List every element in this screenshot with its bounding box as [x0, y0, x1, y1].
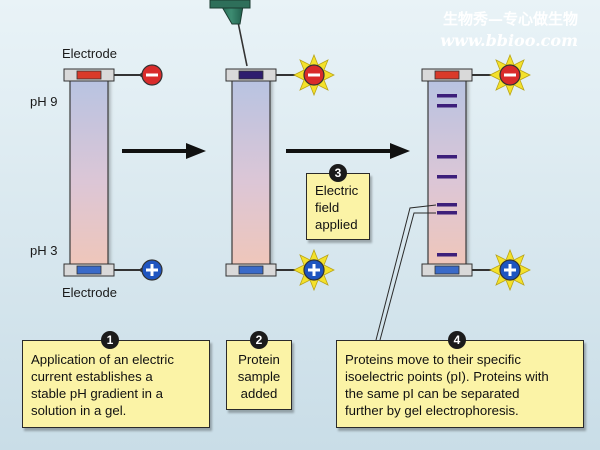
protein-band	[437, 203, 457, 207]
callout-lines	[375, 204, 437, 341]
protein-band	[437, 211, 457, 215]
step-3-note: Electric field applied	[306, 173, 370, 240]
pipette-icon	[209, 0, 251, 67]
step-3-line: field	[315, 200, 340, 215]
right-arrow-icon-2	[286, 143, 410, 159]
gel-strip-2	[225, 68, 277, 277]
step-1-line: current establishes a	[31, 369, 153, 384]
watermark-line-2: www.bbioo.com	[440, 31, 578, 50]
protein-sample-band	[238, 70, 264, 80]
step-4-line: Proteins move to their specific	[345, 352, 521, 367]
electrode-top-label: Electrode	[62, 46, 117, 61]
negative-electrode-3	[472, 53, 531, 97]
step-1-line: solution in a gel.	[31, 403, 127, 418]
step-2-note: Protein sample added	[226, 340, 292, 410]
protein-band	[437, 94, 457, 98]
step-3-line: Electric	[315, 183, 359, 198]
positive-electrode-2	[276, 248, 335, 292]
step-2-badge: 2	[250, 331, 268, 349]
positive-electrode-1	[114, 259, 163, 281]
gel-strip-3	[421, 68, 473, 277]
electrode-bottom-label: Electrode	[62, 285, 117, 300]
step-4-note: Proteins move to their specific isoelect…	[336, 340, 584, 428]
step-3-badge: 3	[329, 164, 347, 182]
protein-band	[437, 253, 457, 257]
step-2-line: added	[240, 386, 278, 401]
step-3-line: applied	[315, 217, 358, 232]
protein-band	[437, 104, 457, 108]
step-1-line: stable pH gradient in a	[31, 386, 163, 401]
step-2-line: Protein	[238, 352, 280, 367]
ph-top-label: pH 9	[30, 94, 57, 109]
step-4-badge: 4	[448, 331, 466, 349]
step-1-line: Application of an electric	[31, 352, 174, 367]
gel-strip-1	[63, 68, 115, 277]
negative-electrode-2	[276, 53, 335, 97]
positive-electrode-3	[472, 248, 531, 292]
protein-band	[437, 155, 457, 159]
watermark-line-1: 生物秀—专心做生物	[443, 10, 578, 28]
step-4-line: isoelectric points (pI). Proteins with	[345, 369, 549, 384]
step-4-line: the same pI can be separated	[345, 386, 520, 401]
protein-bands	[437, 94, 457, 257]
right-arrow-icon-1	[122, 143, 206, 159]
ph-bottom-label: pH 3	[30, 243, 57, 258]
step-1-note: Application of an electric current estab…	[22, 340, 210, 428]
step-2-line: sample	[237, 369, 281, 384]
step-4-line: further by gel electrophoresis.	[345, 403, 519, 418]
step-1-badge: 1	[101, 331, 119, 349]
protein-band	[437, 175, 457, 179]
negative-electrode-1	[114, 64, 163, 86]
